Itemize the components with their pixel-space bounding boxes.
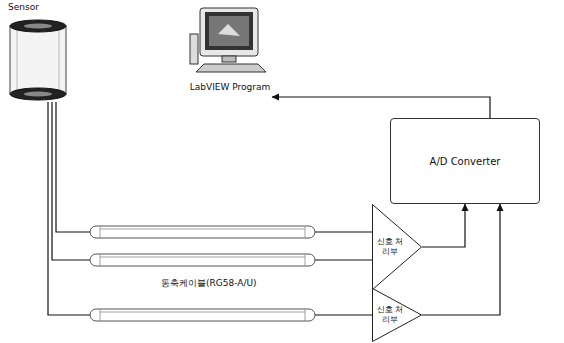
text-holder: 신호 처리부 — [376, 288, 404, 342]
connector — [52, 102, 372, 260]
connector — [272, 97, 490, 118]
node-label: 신호 처리부 — [376, 305, 404, 324]
node-label: Sensor — [8, 2, 39, 12]
connector — [422, 204, 465, 247]
connector — [56, 102, 372, 232]
cable — [90, 309, 315, 321]
amplifier-triangle: 신호 처리부 — [372, 204, 422, 290]
node-label: A/D Converter — [430, 156, 501, 167]
sensor-cylinder — [9, 16, 67, 102]
node-label: 신호 처리부 — [376, 237, 404, 256]
computer: LabVIEW Program — [188, 6, 272, 98]
cable-label: 동축케이블(RG58-A/U) — [160, 277, 258, 290]
converter-box: A/D Converter — [390, 118, 540, 204]
cable — [90, 254, 315, 266]
node-label: LabVIEW Program — [188, 82, 272, 92]
connector — [48, 102, 372, 315]
connector — [422, 204, 500, 315]
cable — [90, 226, 315, 238]
sensor: Sensor — [8, 2, 70, 102]
amplifier-triangle: 신호 처리부 — [372, 288, 422, 342]
computer-icon — [188, 6, 272, 80]
text-holder: 신호 처리부 — [376, 204, 404, 290]
